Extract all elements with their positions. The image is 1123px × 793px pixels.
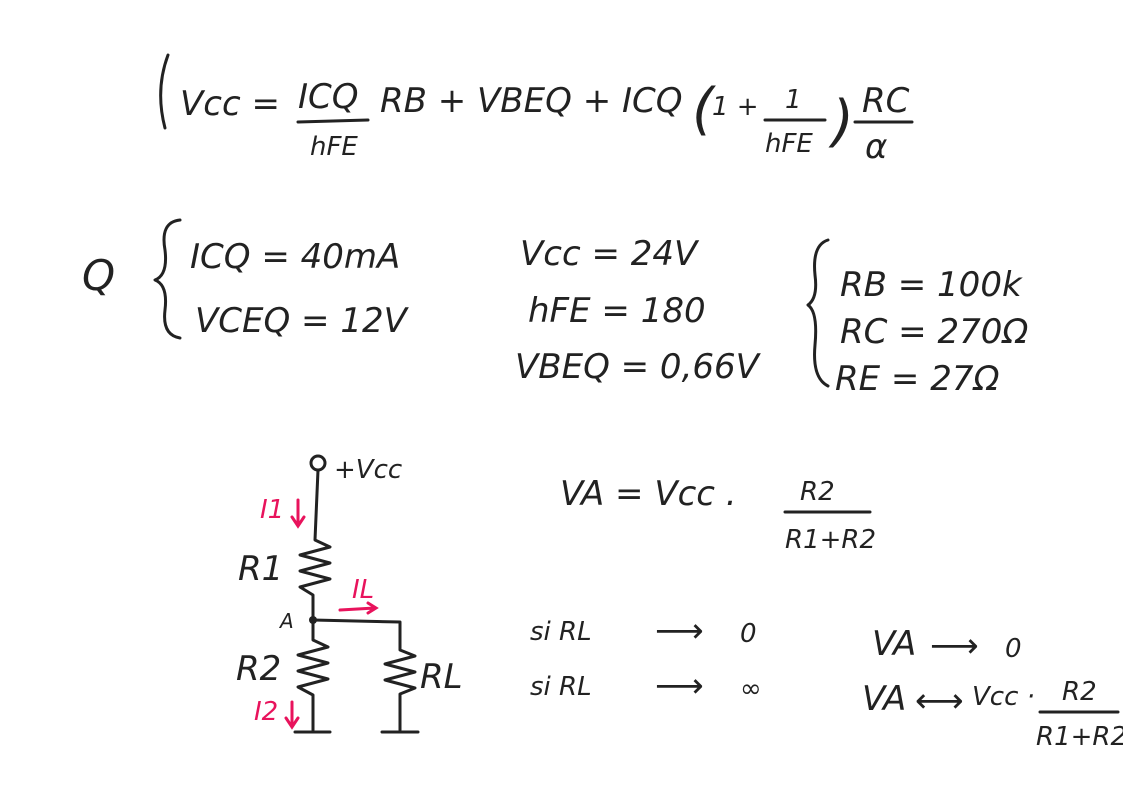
result-1-den: R1+R2 [1036, 722, 1123, 752]
vcc-label: +Vcc [334, 455, 402, 485]
result-1-rhs: Vcc · [972, 682, 1035, 712]
vcc-value: Vcc = 24V [520, 234, 700, 274]
r1-label: R1 [238, 549, 283, 589]
re-value: RE = 27Ω [835, 359, 999, 399]
eq-inner-num: 1 [785, 85, 802, 115]
node-dot [309, 616, 317, 624]
result-1-arrow: ⟷ [915, 681, 964, 721]
case-0-arrow: ⟶ [655, 611, 704, 651]
eq-one-plus: 1 + [712, 92, 759, 122]
rl-branch [311, 618, 417, 732]
va-num: R2 [800, 477, 835, 507]
vceq-value: VCEQ = 12V [195, 301, 410, 341]
eq-term1-num: ICQ [298, 77, 359, 117]
i2-arrow-icon [284, 700, 300, 730]
eq-paren-close: ) [828, 89, 854, 154]
va-lhs: VA = Vcc . [560, 474, 737, 514]
result-0-rhs: 0 [1005, 634, 1022, 664]
eq-term1-tail: RB + VBEQ + ICQ [380, 81, 683, 121]
case-0-cond: si RL [530, 617, 592, 647]
i2-label: I2 [254, 697, 278, 727]
q-label: Q [82, 251, 115, 300]
rc-value: RC = 270Ω [840, 312, 1028, 352]
eq-term1-den: hFE [310, 132, 358, 162]
result-0-lhs: VA [872, 624, 916, 664]
i1-arrow-icon [290, 498, 306, 529]
eq-inner-den: hFE [765, 129, 813, 159]
node-label: A [278, 609, 294, 633]
rb-value: RB = 100k [840, 265, 1023, 305]
il-arrow-icon [338, 601, 379, 615]
eq-lhs: Vcc = [180, 84, 280, 124]
left-brace [159, 53, 170, 130]
case-1-arrow: ⟶ [655, 666, 704, 706]
rl-label: RL [420, 657, 463, 697]
case-1-limit: ∞ [740, 674, 762, 704]
eq-rc-num: RC [862, 81, 910, 121]
icq-value: ICQ = 40mA [190, 237, 400, 277]
case-1-cond: si RL [530, 672, 592, 702]
q-brace [153, 218, 182, 340]
resistor-brace [806, 238, 830, 388]
voltage-divider-circuit: +Vcc A R1 R2 RL I1 I2 IL [236, 454, 463, 734]
case-0-limit: 0 [740, 619, 757, 649]
result-0-arrow: ⟶ [930, 626, 979, 666]
result-1-lhs: VA [862, 679, 906, 719]
r2-label: R2 [236, 649, 281, 689]
vbeq-value: VBEQ = 0,66V [515, 347, 762, 387]
result-1-num: R2 [1062, 677, 1097, 707]
il-label: IL [352, 575, 374, 605]
va-den: R1+R2 [785, 525, 876, 555]
eq-rc-den: α [865, 127, 887, 167]
fraction-bar [296, 118, 370, 124]
eq-paren-open: ( [692, 77, 716, 142]
hfe-value: hFE = 180 [528, 291, 706, 331]
r1-r2-resistors [296, 468, 332, 732]
i1-label: I1 [260, 495, 284, 525]
vcc-terminal [309, 454, 327, 472]
